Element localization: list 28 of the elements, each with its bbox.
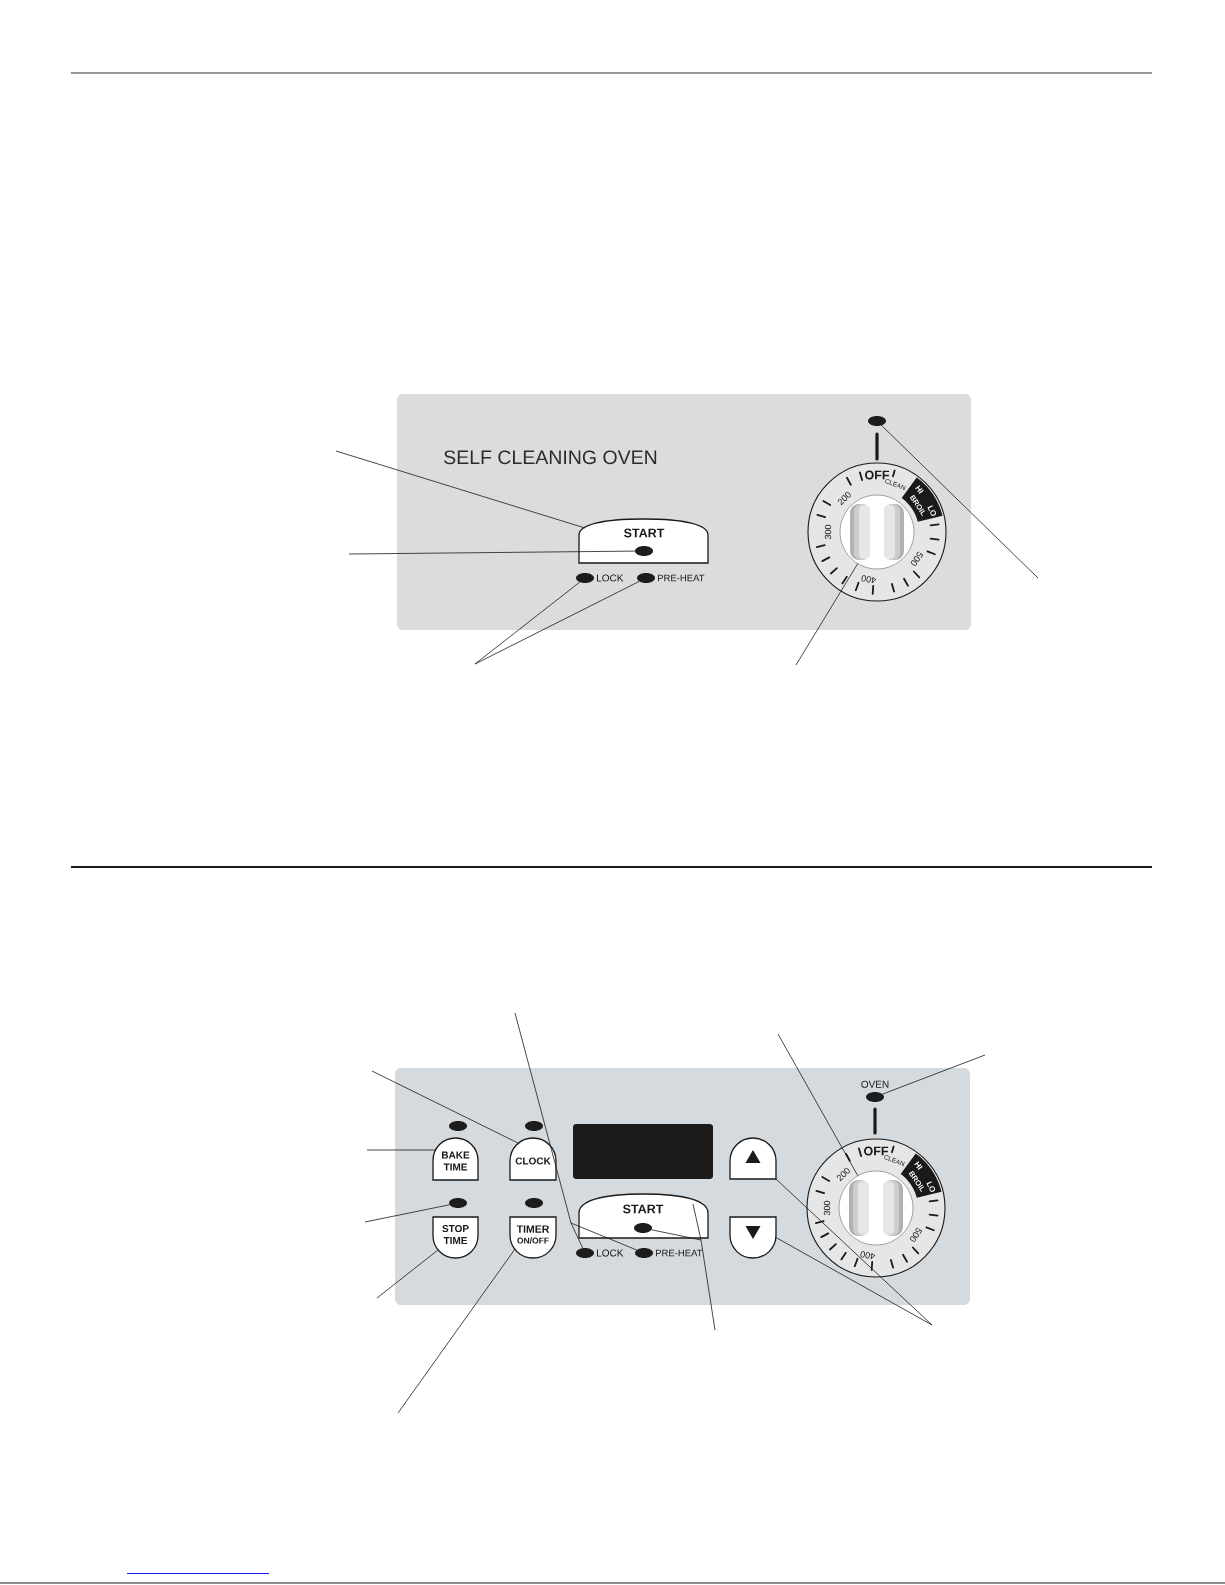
- leader-line: [775, 1178, 933, 1326]
- indicator-light: [635, 546, 653, 556]
- leader-line: [474, 581, 581, 665]
- light-label: OVEN: [861, 1080, 889, 1088]
- indicator-light: [868, 416, 886, 426]
- light-label: LOCK: [597, 574, 624, 582]
- leader-line: [795, 563, 859, 666]
- leader-line: [364, 1204, 450, 1223]
- leader-line: [514, 1012, 638, 1251]
- leader-line: [651, 1203, 716, 1331]
- leader-line: [371, 1070, 519, 1144]
- leader-line: [882, 1054, 986, 1095]
- leader-line: [348, 550, 636, 555]
- leader-line: [376, 1249, 439, 1299]
- leader-line: [775, 1237, 933, 1326]
- leader-line: [335, 450, 586, 529]
- leader-line: [366, 1149, 436, 1151]
- light-label: PRE-HEAT: [656, 1249, 703, 1257]
- leader-line: [474, 580, 640, 665]
- leader-line: [881, 424, 1039, 579]
- light-label: LOCK: [597, 1249, 624, 1257]
- leader-line: [397, 1248, 516, 1414]
- indicator-light: [634, 1223, 652, 1233]
- indicator-light: [449, 1198, 467, 1208]
- panel-title: SELF CLEANING OVEN: [444, 450, 657, 465]
- leader-line: [777, 1033, 859, 1177]
- display-screen: [573, 1124, 713, 1179]
- light-label: PRE-HEAT: [658, 574, 705, 582]
